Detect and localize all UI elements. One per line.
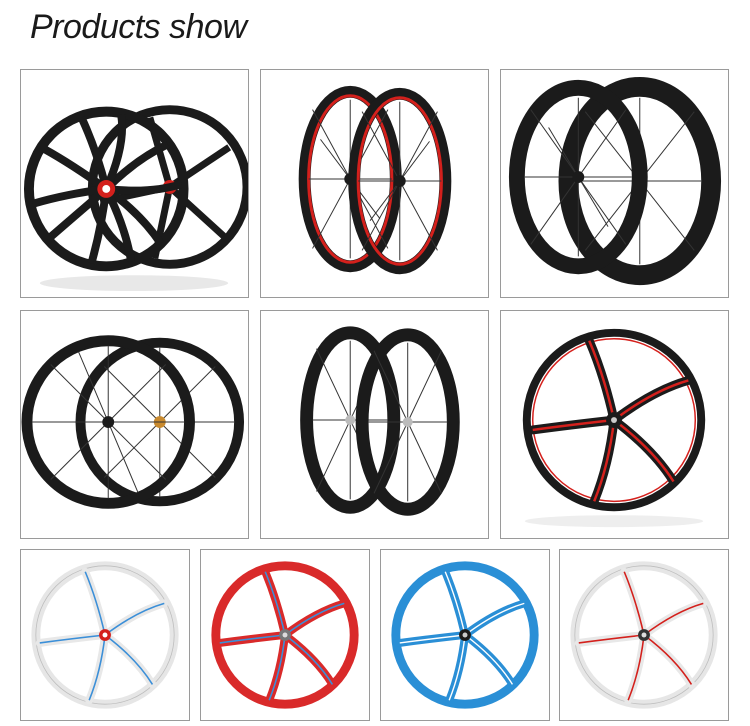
mag-wheel-blue-icon (391, 561, 539, 709)
carbon-wheel-pair-red-stripe-icon (298, 85, 452, 275)
product-tile-7[interactable] (20, 549, 190, 721)
product-tile-5[interactable] (260, 310, 489, 539)
carbon-deep-rim-wheel-pair-icon (508, 76, 722, 286)
product-tile-1[interactable] (20, 69, 249, 298)
product-tile-10[interactable] (559, 549, 729, 721)
carbon-wheel-pair-icon (21, 335, 245, 509)
mag-wheel-pair-black-icon (23, 105, 248, 292)
mag-wheel-white-icon (31, 561, 179, 709)
carbon-wheel-pair-narrow-icon (300, 326, 460, 516)
mag-wheel-white-red-icon (570, 561, 718, 709)
product-tile-3[interactable] (500, 69, 729, 298)
mag-wheel-red-icon (211, 561, 359, 709)
product-tile-6[interactable] (500, 310, 729, 539)
product-tile-8[interactable] (200, 549, 370, 721)
mag-wheel-black-red-icon (522, 328, 706, 528)
product-tile-2[interactable] (260, 69, 489, 298)
product-tile-4[interactable] (20, 310, 249, 539)
page-title: Products show (30, 8, 247, 46)
product-tile-9[interactable] (380, 549, 550, 721)
